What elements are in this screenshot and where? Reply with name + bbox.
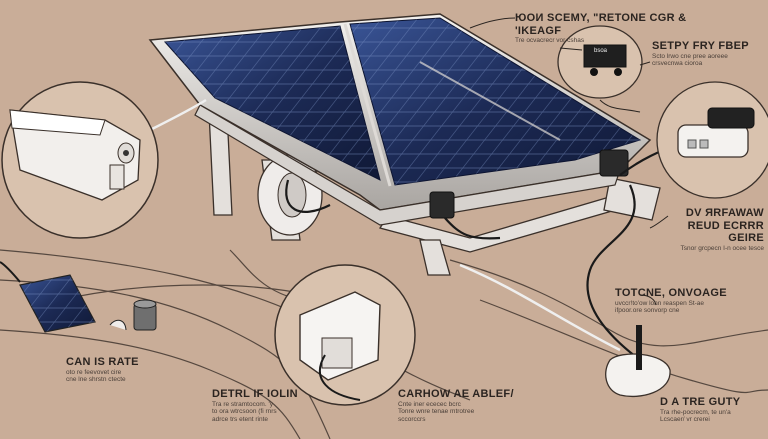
label-bottom-center: CARHOW AE ABLEF/ Cnte iner ececec bcrc T… — [398, 388, 528, 423]
label-right-mid-heading: DV ЯRFAWAW — [685, 207, 764, 219]
junction-box — [429, 191, 455, 219]
bottom-zoom-callout — [274, 264, 416, 406]
label-bottom-left-sub2: cne lne shrstn ctecte — [66, 376, 126, 384]
label-right-mid-sub: Tsnor grcpecn I-n ocee tesce — [680, 244, 764, 252]
label-right-mid: DV ЯRFAWAW REUD ECRRR GEIRE Tsnor grcpec… — [652, 207, 764, 252]
label-bottom-center-sub1: Cnte iner ececec bcrc — [398, 400, 461, 408]
label-bottom-right-sub1: Tra rhe-pocrecm, te un'a — [660, 408, 731, 416]
right-connector-callout — [656, 81, 768, 199]
label-bottom-right: D A TRE GUTY Tra rhe-pocrecm, te un'a Lc… — [660, 396, 765, 424]
mini-solar-panel — [0, 261, 157, 333]
label-right-upper-sub2: crsvecnwa cioroa — [652, 60, 703, 68]
label-right-lower-heading: TOTCNE, ONVOAGE — [615, 287, 727, 299]
ground-connector — [605, 325, 671, 398]
label-top-right-heading: ЮОИ SCEMY, "RETONE CGR & 'IKEAGF — [515, 12, 687, 37]
label-top-right-sub: Tre ocvacrecr vor cshas — [515, 37, 585, 45]
label-bottom-center-left: DETRL IF IOLIN Tra re stramtocom. 'y to … — [212, 388, 322, 423]
label-bottom-right-heading: D A TRE GUTY — [660, 396, 741, 408]
left-zoom-callout — [1, 81, 159, 239]
label-bottom-left-sub1: oto re feevovet cire — [66, 368, 122, 376]
label-bottom-center-sub3: sccorccrs — [398, 415, 426, 423]
device-tag: bsoa — [594, 48, 608, 54]
label-bottom-left-heading: CAN IS RATE — [66, 356, 139, 368]
thin-cables — [149, 98, 621, 352]
label-bottom-center-left-sub2: to ora wtrcsoon (fi rnrs — [212, 408, 277, 416]
label-bottom-center-sub2: Tonre wnre tenae mtrotree — [398, 408, 475, 416]
label-right-lower-sub1: uvccr!to'ow lonn reaspen St-ae — [615, 299, 705, 307]
top-device-callout — [557, 25, 643, 99]
label-right-lower-sub2: ifpoor.ore sonvorp cne — [615, 307, 680, 315]
label-bottom-center-left-sub1: Tra re stramtocom. 'y — [212, 400, 273, 408]
junction-box-right — [599, 149, 629, 177]
label-bottom-left: CAN IS RATE oto re feevovet cire cne lne… — [66, 356, 186, 384]
leader-lines — [469, 17, 669, 306]
label-bottom-right-sub2: Lcscaer/ vr crerei — [660, 416, 710, 424]
label-right-lower: TOTCNE, ONVOAGE uvccr!to'ow lonn reaspen… — [615, 287, 755, 315]
label-top-right: ЮОИ SCEMY, "RETONE CGR & 'IKEAGF Tre ocv… — [515, 12, 735, 45]
label-right-upper-heading: SETPY FRY FBEP — [652, 40, 749, 52]
label-bottom-center-left-heading: DETRL IF IOLIN — [212, 388, 298, 400]
label-right-upper-sub1: Scto lrwo cne pree aoreee — [652, 52, 728, 60]
solar-panel — [148, 13, 652, 226]
background-cables — [0, 249, 768, 439]
label-right-upper: SETPY FRY FBEP Scto lrwo cne pree aoreee… — [652, 40, 762, 68]
label-right-mid-heading2: REUD ECRRR GEIRE — [687, 219, 764, 245]
label-bottom-center-heading: CARHOW AE ABLEF/ — [398, 388, 514, 400]
label-bottom-center-left-sub3: adrce trs etent rinte — [212, 415, 268, 423]
